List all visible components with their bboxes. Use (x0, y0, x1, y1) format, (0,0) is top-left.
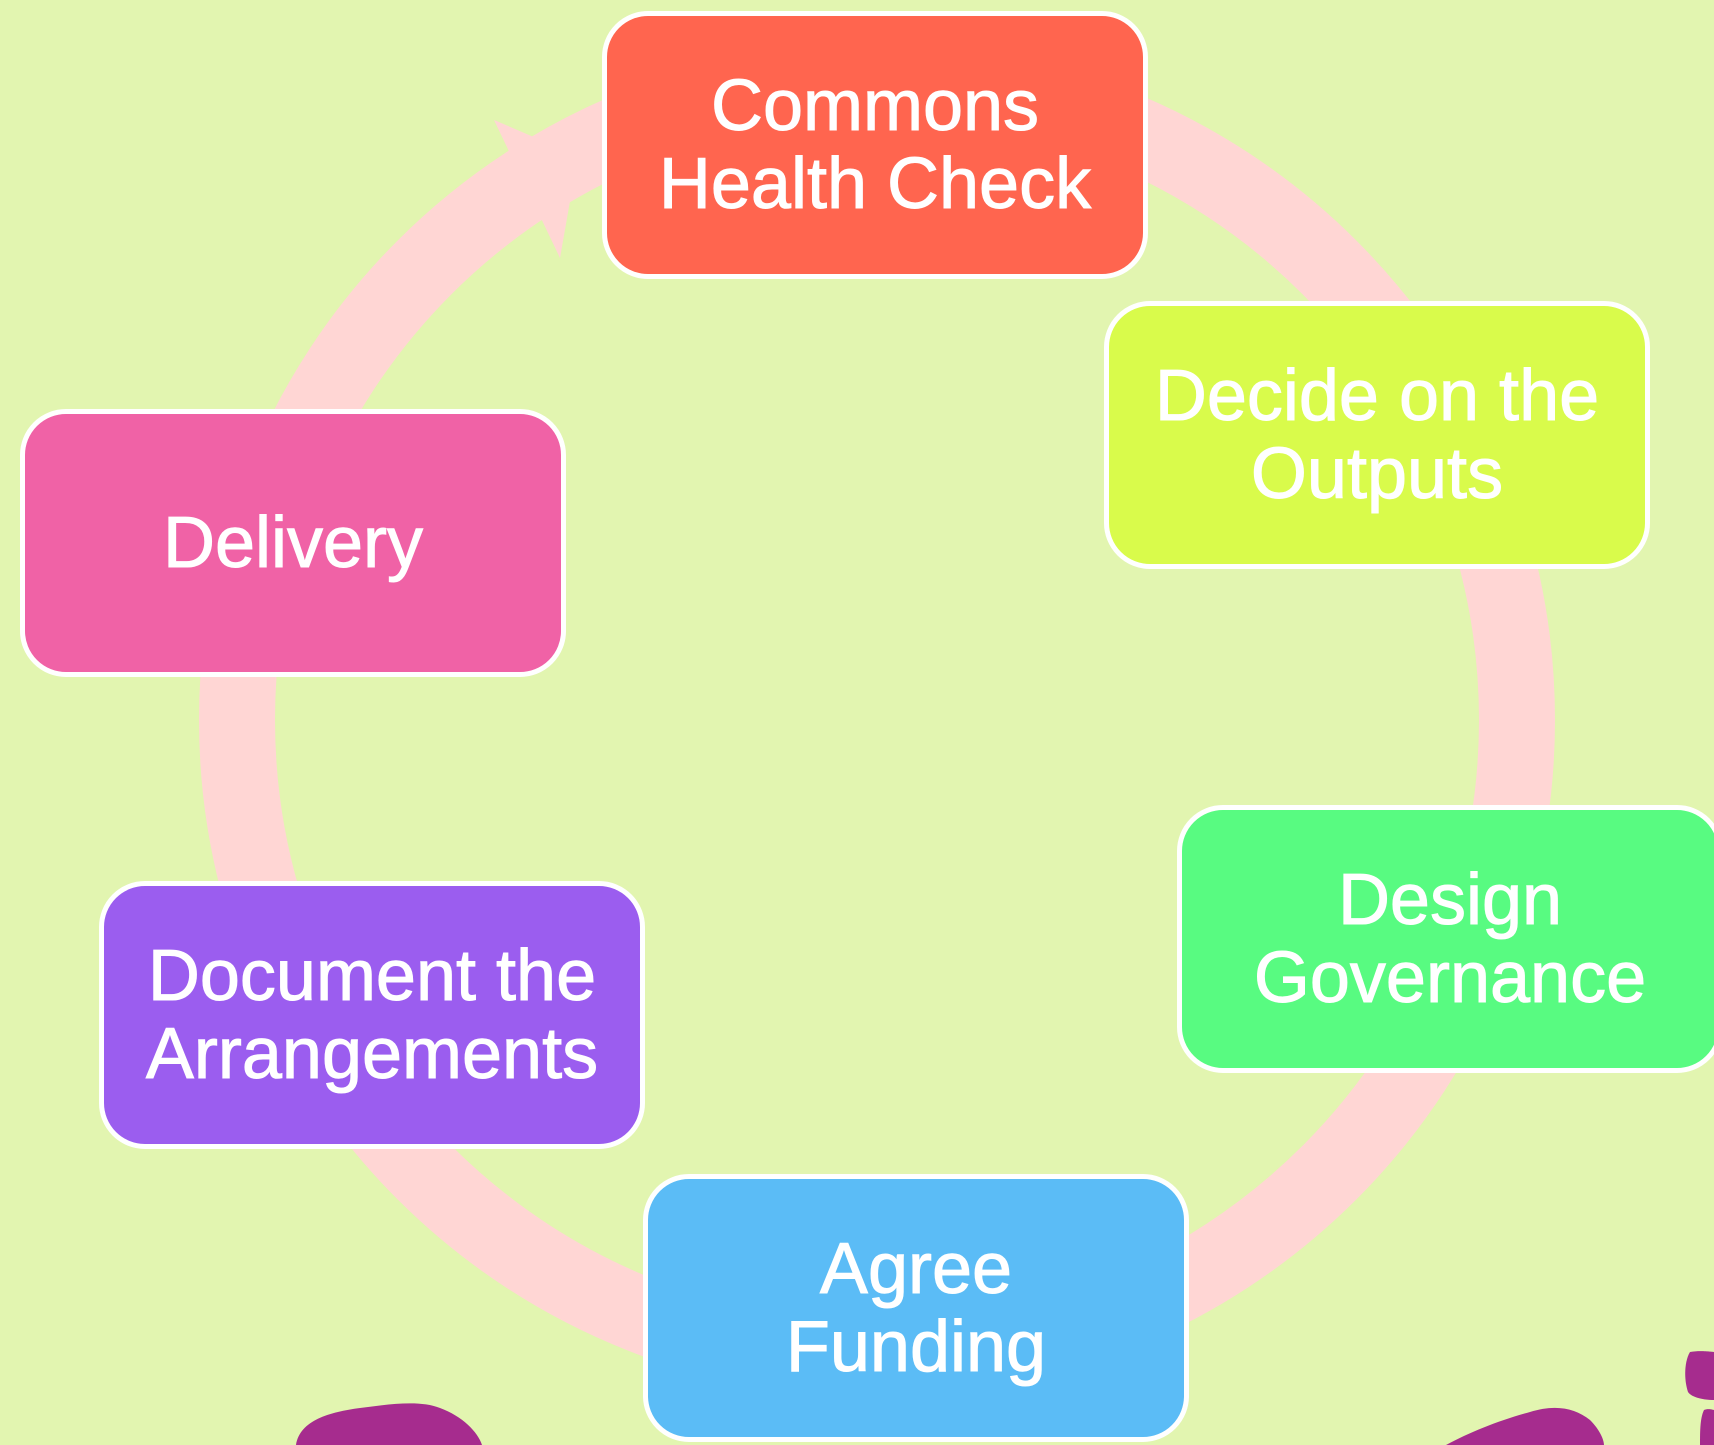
step-label-line: Design (1337, 860, 1563, 940)
step-label-line: Health Check (658, 144, 1092, 224)
step-decide-on-the-outputs: Decide on the Outputs (1104, 301, 1650, 569)
step-label: Agree Funding (785, 1229, 1047, 1387)
step-label-line: Outputs (1250, 434, 1504, 514)
step-label-line: Document the (147, 936, 597, 1016)
step-label: Commons Health Check (658, 66, 1092, 224)
step-label: Document the Arrangements (145, 936, 599, 1094)
step-design-governance: Design Governance (1177, 805, 1714, 1073)
step-label-line: Agree (819, 1229, 1013, 1309)
decor-blob-right (1446, 1407, 1604, 1445)
step-label-line: Governance (1253, 938, 1647, 1018)
decor-blob-corner-lower (1700, 1409, 1714, 1445)
step-document-the-arrangements: Document the Arrangements (99, 881, 645, 1149)
step-label-line: Decide on the (1154, 356, 1600, 436)
step-label-line: Arrangements (145, 1014, 599, 1094)
step-label: Decide on the Outputs (1154, 356, 1600, 514)
step-label-line: Funding (785, 1307, 1047, 1387)
step-commons-health-check: Commons Health Check (602, 11, 1148, 279)
decor-blob-corner (1685, 1351, 1714, 1400)
step-label-line: Commons (710, 66, 1040, 146)
step-label-line: Delivery (162, 503, 424, 583)
step-agree-funding: Agree Funding (643, 1174, 1189, 1442)
cycle-arrowhead (494, 120, 578, 258)
step-label: Design Governance (1253, 860, 1647, 1018)
step-label: Delivery (162, 503, 424, 583)
decor-blob-left (296, 1403, 482, 1445)
step-delivery: Delivery (20, 409, 566, 677)
